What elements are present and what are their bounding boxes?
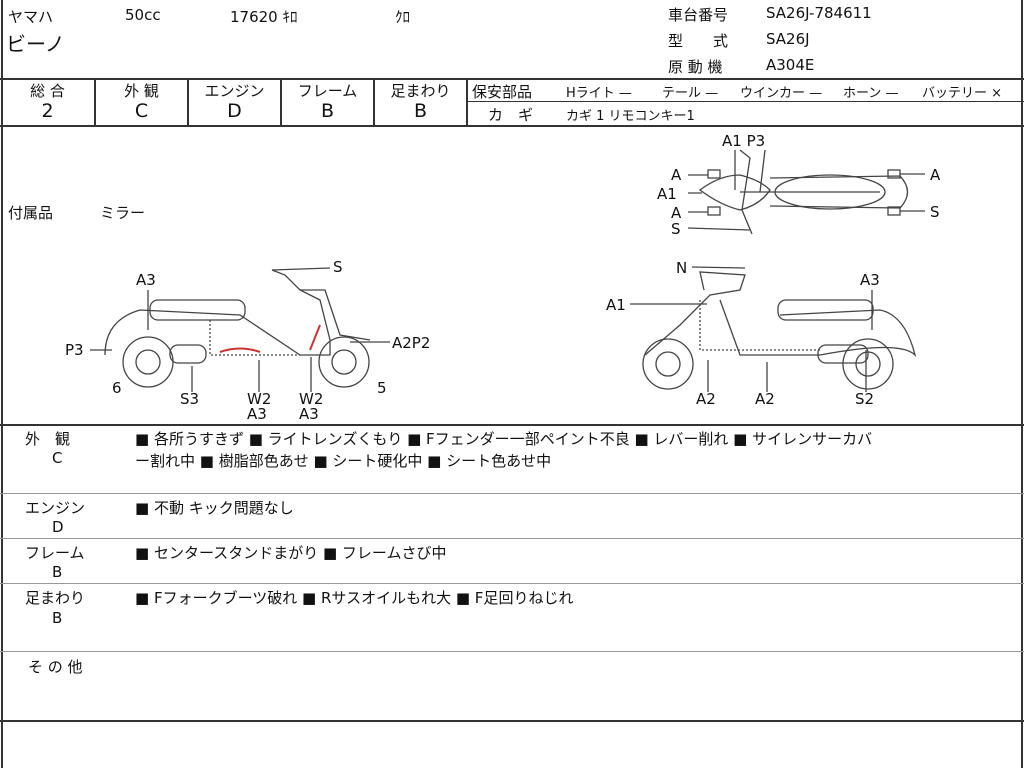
- accessories-label: 付属品: [8, 204, 54, 222]
- section-text: ■ Fフォークブーツ破れ ■ Rサスオイルもれ大 ■ F足回りねじれ: [135, 589, 574, 607]
- diagram-label: A2: [755, 390, 775, 408]
- diagram-label: A: [930, 166, 941, 184]
- divider: [0, 424, 1024, 426]
- section-grade-suspension: B: [52, 609, 63, 627]
- divider: [0, 651, 1024, 652]
- grade-suspension: B: [413, 100, 428, 122]
- grade-label-engine: エンジン: [204, 82, 265, 100]
- diagram-label: W2: [299, 390, 324, 408]
- diagram-label: S3: [180, 390, 200, 408]
- displacement: 50cc: [125, 6, 161, 24]
- diagram-label: A3: [136, 271, 156, 289]
- grade-exterior: C: [134, 100, 149, 122]
- diagram-label: N: [676, 259, 688, 277]
- engine-label: 原 動 機: [668, 58, 723, 76]
- divider: [466, 101, 1024, 102]
- diagram-label: A3: [247, 405, 267, 423]
- divider: [187, 78, 189, 126]
- diagram-label: A3: [860, 271, 880, 289]
- divider: [0, 720, 1024, 722]
- section-grade-exterior: C: [52, 449, 63, 467]
- diagram-label: A2P2: [392, 334, 431, 352]
- divider: [0, 493, 1024, 494]
- section-label-other: そ の 他: [28, 658, 83, 676]
- grade-overall: 2: [41, 100, 54, 122]
- safety-winker: ウインカー —: [740, 86, 823, 101]
- mileage: 17620 ｷﾛ: [230, 8, 298, 26]
- divider: [0, 538, 1024, 539]
- safety-label: 保安部品: [472, 83, 533, 101]
- section-label-engine: エンジン: [25, 499, 86, 517]
- key-label: カ ギ: [488, 106, 534, 124]
- grade-label-overall: 総 合: [30, 82, 65, 100]
- type-label: 型 式: [668, 32, 729, 50]
- diagram-label: S: [333, 258, 343, 276]
- diagram-label: S: [671, 220, 681, 238]
- divider: [0, 125, 1024, 127]
- diagram-label: A: [671, 166, 682, 184]
- section-text: ■ センタースタンドまがり ■ フレームさび中: [135, 544, 447, 562]
- grade-engine: D: [227, 100, 242, 122]
- divider: [0, 78, 1024, 80]
- diagram-label: A2: [696, 390, 716, 408]
- section-label-frame: フレーム: [25, 544, 85, 562]
- diagram-label: A1: [606, 296, 626, 314]
- right-side-scooter: [630, 266, 917, 392]
- section-text: ■ 各所うすきず ■ ライトレンズくもり ■ Fフェンダー一部ペイント不良 ■ …: [135, 430, 873, 448]
- model-name: ビーノ: [6, 32, 65, 56]
- safety-battery: バッテリー ×: [922, 86, 1003, 101]
- grade-label-frame: フレーム: [297, 82, 358, 100]
- divider: [373, 78, 375, 126]
- top-view-scooter: [687, 149, 925, 235]
- section-grade-frame: B: [52, 563, 63, 581]
- frame-no: SA26J-784611: [766, 4, 872, 22]
- grade-frame: B: [320, 100, 335, 122]
- grade-label-exterior: 外 観: [124, 82, 159, 100]
- diagram-label: S2: [855, 390, 875, 408]
- section-label-suspension: 足まわり: [25, 589, 86, 607]
- diagram-label: 6: [112, 379, 122, 397]
- diagram-label: S: [930, 203, 940, 221]
- diagram-label: 5: [377, 379, 387, 397]
- divider: [0, 583, 1024, 584]
- engine: A304E: [766, 56, 815, 74]
- safety-headlight: Hライト —: [566, 86, 632, 101]
- diagram-label: A3: [299, 405, 319, 423]
- key-value: カギ 1 リモコンキー1: [566, 109, 695, 124]
- section-text: ■ 不動 キック問題なし: [135, 499, 294, 517]
- accessories-value: ミラー: [100, 204, 146, 222]
- diagram-label: P3: [65, 341, 84, 359]
- left-side-scooter: [90, 267, 390, 392]
- section-grade-engine: D: [52, 518, 64, 536]
- diagram-label: A1 P3: [722, 132, 766, 150]
- safety-horn: ホーン —: [843, 86, 899, 101]
- safety-tail: テール —: [662, 86, 719, 101]
- frame-no-label: 車台番号: [668, 6, 729, 24]
- section-label-exterior: 外 観: [25, 430, 71, 448]
- color: ｸﾛ: [395, 8, 411, 26]
- divider: [94, 78, 96, 126]
- diagram-label: A1: [657, 185, 677, 203]
- divider: [280, 78, 282, 126]
- section-text: ー割れ中 ■ 樹脂部色あせ ■ シート硬化中 ■ シート色あせ中: [135, 452, 552, 470]
- divider: [466, 78, 468, 126]
- type: SA26J: [766, 30, 810, 48]
- diagram-label: A: [671, 204, 682, 222]
- grade-label-suspension: 足まわり: [390, 82, 451, 100]
- diagram-label: W2: [247, 390, 272, 408]
- maker: ヤマハ: [8, 8, 54, 26]
